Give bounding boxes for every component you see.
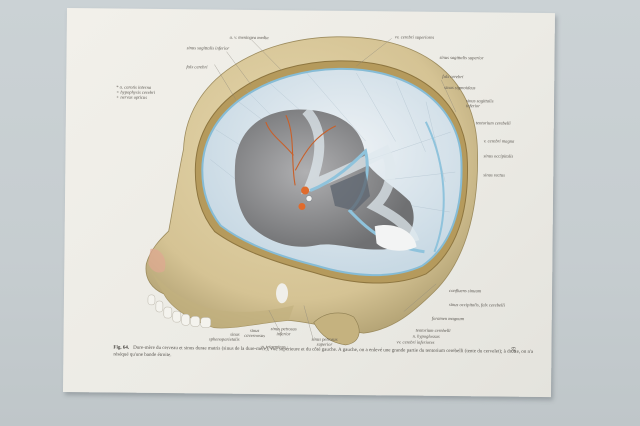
label-vv-cerebri-superiores: vv. cerebri superiores xyxy=(394,34,435,40)
figure-number: Fig. 64. xyxy=(113,345,130,351)
label-tentorium-cerebelli: tentorium cerebelli xyxy=(475,120,511,126)
label-sinus-petrosus-inferior: sinus petrosus inferior xyxy=(270,326,297,337)
label-confluens-sinuum: confluens sinuum xyxy=(449,288,482,294)
legend-item: + nervus opticus xyxy=(116,95,147,100)
label-sinus-sagittalis-superior: sinus sagittalis superior xyxy=(439,54,484,61)
label-tentorium-cerebelli-lower: tentorium cerebelli xyxy=(415,327,451,334)
page-number: 59 xyxy=(511,346,518,353)
label-falx-cerebri: falx cerebri xyxy=(186,64,208,70)
label-sinus-occipitalis: sinus occipitalis xyxy=(483,153,514,159)
label-sinus-cavernosus: sinus cavernosus xyxy=(244,327,265,339)
caption-text: Dure-mère du cerveau et sinus durae matr… xyxy=(113,345,534,359)
label-sinus-occipitalis-falx-cerebelli: sinus occipitalis, falx cerebelli xyxy=(448,302,505,308)
label-meningea-media: a. v. meningea media xyxy=(229,34,269,41)
anatomical-plate: * a. carotis interna × hypophysis cerebr… xyxy=(62,8,555,398)
skull-illustration xyxy=(145,36,478,346)
teeth xyxy=(147,294,211,328)
label-sinus-sagittalis-inferior-right: sinus sagittalis inferior xyxy=(465,98,494,109)
label-vv-cerebri-inferiores: vv. cerebri inferiores xyxy=(396,339,435,345)
label-v-cerebri-magna: v. cerebri magna xyxy=(483,138,515,144)
label-falx-cerebri-right: falx cerebri xyxy=(442,73,464,80)
label-n-hypoglossus: n. hypoglossus xyxy=(412,333,440,339)
label-foramen-magnum: foramen magnum xyxy=(431,315,465,322)
label-sinus-sphenoparietalis: sinus sphenoparietalis xyxy=(208,331,240,342)
label-sinus-petrosus-superior: sinus petrosus superior xyxy=(311,336,338,347)
label-sinus-sigmoideus: sinus sigmoideus xyxy=(444,84,476,91)
artery-branches xyxy=(265,115,337,186)
label-sinus-rectus: sinus rectus xyxy=(483,172,505,178)
label-sinus-sagittalis-inferior: sinus sagittalis inferior xyxy=(186,45,230,51)
legend-symbol: + xyxy=(116,94,120,100)
legend-text: nervus opticus xyxy=(120,94,148,100)
